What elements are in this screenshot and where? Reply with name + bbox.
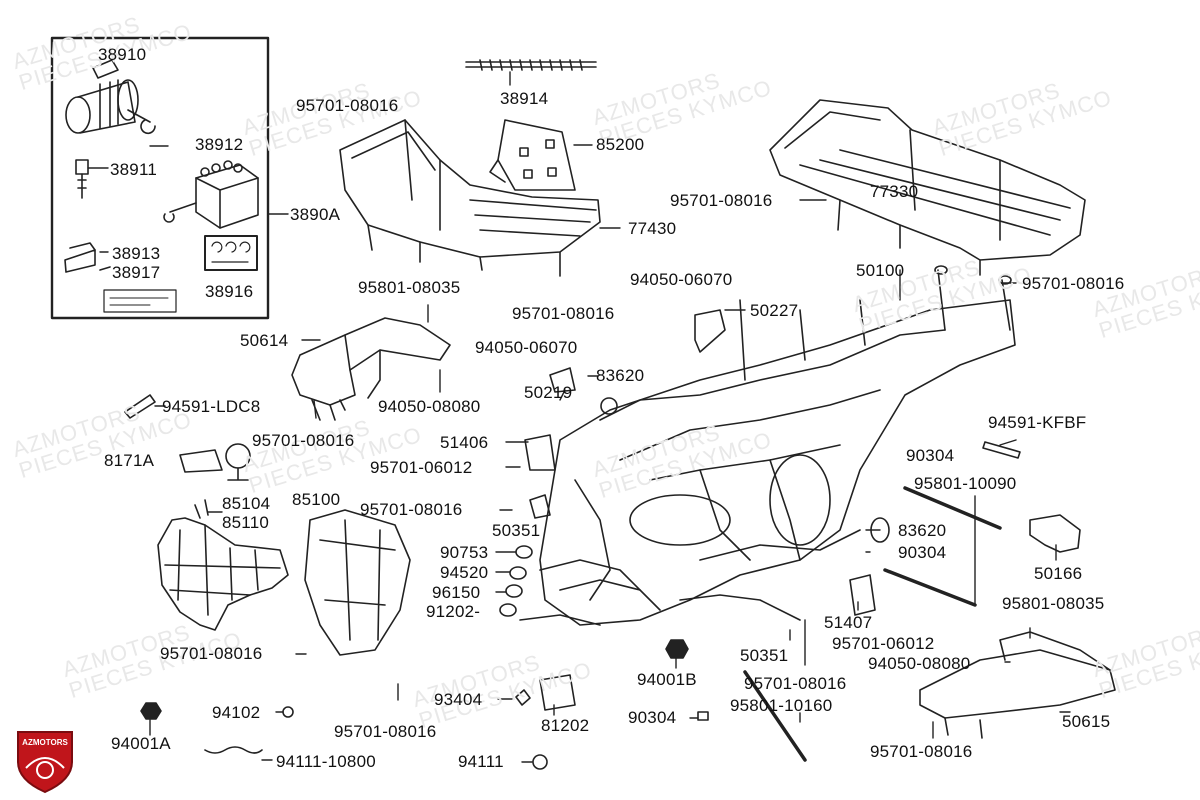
part-label-77430: 77430 [628, 219, 677, 238]
bracket-50614-drawing [291, 317, 451, 421]
small-parts-drawing [124, 309, 1021, 754]
part-label-93404: 93404 [434, 690, 483, 709]
part-label-50100: 50100 [856, 261, 905, 280]
part-label-38917: 38917 [112, 263, 161, 282]
azmotors-logo: AZMOTORS [12, 728, 78, 794]
cable-38914-drawing [465, 59, 597, 71]
part-label-95701-08016-b: 95701-08016 [670, 191, 773, 210]
part-label-38910: 38910 [98, 45, 147, 64]
part-label-94520: 94520 [440, 563, 489, 582]
part-label-81202: 81202 [541, 716, 590, 735]
part-label-94111-10800: 94111-10800 [276, 752, 376, 771]
logo-text: AZMOTORS [22, 738, 68, 747]
plate-85200-drawing [489, 119, 576, 191]
skid-plate-drawing [304, 509, 411, 656]
part-label-95701-06012-b: 95701-06012 [832, 634, 935, 653]
bolt-95801-08035-a-drawing [883, 568, 977, 607]
part-label-95701-08016-h: 95701-08016 [744, 674, 847, 693]
part-label-3890A: 3890A [290, 205, 341, 224]
part-label-94591-LDC8: 94591-LDC8 [162, 397, 261, 416]
part-label-95701-08016-i: 95701-08016 [334, 722, 437, 741]
part-label-83620-b: 83620 [898, 521, 947, 540]
front-bumper-drawing [157, 499, 289, 631]
part-label-38914: 38914 [500, 89, 549, 108]
part-label-95701-08016-e: 95701-08016 [252, 431, 355, 450]
part-label-91202: 91202- [426, 602, 481, 621]
part-label-94102: 94102 [212, 703, 261, 722]
part-label-50219: 50219 [524, 383, 573, 402]
part-label-95801-08035-a: 95801-08035 [358, 278, 461, 297]
part-label-38913: 38913 [112, 244, 161, 263]
winch-drawing [65, 59, 156, 135]
part-label-85200: 85200 [596, 135, 645, 154]
part-label-96150: 96150 [432, 583, 481, 602]
kit-38916-box [204, 235, 258, 271]
part-label-94050-08080-b: 94050-08080 [868, 654, 971, 673]
part-label-90304-a: 90304 [906, 446, 955, 465]
part-label-94001A: 94001A [111, 734, 171, 753]
footrest-50615-drawing [919, 631, 1116, 739]
washer-94102-drawing [282, 706, 294, 718]
part-label-90753: 90753 [440, 543, 489, 562]
part-label-38912: 38912 [195, 135, 244, 154]
part-label-95701-08016-a: 95701-08016 [296, 96, 399, 115]
part-label-51406: 51406 [440, 433, 489, 452]
part-label-95701-08016-g: 95701-08016 [160, 644, 263, 663]
part-label-50166: 50166 [1034, 564, 1083, 583]
bracket-50166-drawing [1029, 514, 1081, 553]
nut-94001B-drawing [665, 639, 689, 659]
part-label-94591-KFBF: 94591-KFBF [988, 413, 1087, 432]
part-label-95701-08016-c: 95701-08016 [1022, 274, 1125, 293]
part-label-90304-b: 90304 [898, 543, 947, 562]
solenoid-drawing [163, 160, 259, 229]
winch-kit-inset-box [50, 36, 270, 320]
main-frame-drawing [519, 265, 1016, 626]
part-label-83620-a: 83620 [596, 366, 645, 385]
part-label-38911: 38911 [110, 160, 158, 179]
part-label-85100: 85100 [292, 490, 341, 509]
part-label-95801-08035-b: 95801-08035 [1002, 594, 1105, 613]
washer-94111-drawing [532, 754, 548, 770]
part-label-90304-c: 90304 [628, 708, 677, 727]
shield-icon [17, 731, 73, 794]
part-label-50615: 50615 [1062, 712, 1111, 731]
part-label-50614: 50614 [240, 331, 289, 350]
part-label-95701-08016-j: 95701-08016 [870, 742, 973, 761]
leader-lines [87, 71, 1071, 763]
part-label-95701-08016-d: 95701-08016 [512, 304, 615, 323]
bolt-95801-10090-drawing [903, 486, 1002, 530]
part-label-95801-10160: 95801-10160 [730, 696, 833, 715]
part-label-50351-b: 50351 [740, 646, 789, 665]
part-label-85104: 85104 [222, 494, 271, 513]
part-label-51407: 51407 [824, 613, 873, 632]
part-label-38916: 38916 [205, 282, 254, 301]
part-label-50351-a: 50351 [492, 521, 541, 540]
part-label-95701-06012-a: 95701-06012 [370, 458, 473, 477]
part-label-50227: 50227 [750, 301, 799, 320]
front-rack-drawing [339, 119, 601, 277]
hitch-drawing [179, 443, 251, 481]
part-label-94050-08080-a: 94050-08080 [378, 397, 481, 416]
label-38917-drawing [103, 289, 177, 313]
part-label-94111: 94111 [458, 752, 504, 771]
rear-rack-drawing [769, 99, 1086, 276]
part-label-94050-06070-a: 94050-06070 [630, 270, 733, 289]
part-label-95801-10090: 95801-10090 [914, 474, 1017, 493]
part-label-95701-08016-f: 95701-08016 [360, 500, 463, 519]
nut-94001A-drawing [140, 702, 162, 720]
bolt-95801-10160-drawing [743, 670, 807, 762]
part-label-8171A: 8171A [104, 451, 155, 470]
part-label-94050-06070-b: 94050-06070 [475, 338, 578, 357]
part-label-85110: 85110 [222, 513, 270, 532]
part-label-77330: 77330 [870, 182, 919, 201]
part-label-94001B: 94001B [637, 670, 697, 689]
switch-drawing [75, 159, 89, 199]
mount-plate-drawing [64, 242, 111, 273]
